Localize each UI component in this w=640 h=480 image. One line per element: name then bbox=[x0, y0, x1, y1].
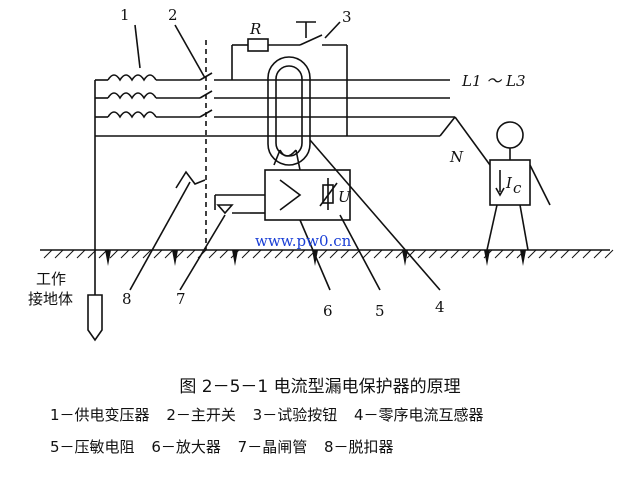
hatch-stroke bbox=[582, 249, 592, 259]
hatch-stroke bbox=[285, 249, 295, 259]
hatch-stroke bbox=[549, 249, 559, 259]
transformer-coil-1 bbox=[107, 74, 157, 82]
hatch-stroke bbox=[241, 249, 251, 259]
hatch-stroke bbox=[472, 249, 482, 259]
person-head bbox=[496, 121, 524, 149]
hatch-stroke bbox=[340, 249, 350, 259]
legend-item: 6－放大器 bbox=[151, 438, 221, 456]
label-4: 4 bbox=[435, 298, 445, 316]
label-neutral: N bbox=[449, 148, 464, 166]
label-r: R bbox=[249, 20, 261, 38]
hatch-stroke bbox=[318, 249, 328, 259]
hatch-stroke bbox=[329, 249, 339, 259]
hatch-stroke bbox=[362, 249, 372, 259]
hatch-stroke bbox=[527, 249, 537, 259]
hatch-stroke bbox=[54, 249, 64, 259]
hatch-stroke bbox=[131, 249, 141, 259]
hatch-stroke bbox=[153, 249, 163, 259]
hatch-stroke bbox=[604, 249, 614, 259]
label-8: 8 bbox=[122, 290, 132, 308]
hatch-stroke bbox=[142, 249, 152, 259]
label-leak-current-sub: c bbox=[513, 179, 522, 197]
ground-marks bbox=[105, 250, 526, 266]
legend-row-2: 5－压敏电阻 6－放大器 7－晶闸管 8－脱扣器 bbox=[50, 436, 630, 457]
hatch-stroke bbox=[208, 249, 218, 259]
label-7: 7 bbox=[176, 290, 186, 308]
thyristor bbox=[216, 204, 234, 215]
hatch-stroke bbox=[175, 249, 185, 259]
hatch-stroke bbox=[296, 249, 306, 259]
test-button-contact bbox=[299, 34, 323, 46]
wiring bbox=[40, 21, 610, 342]
hatch-stroke bbox=[43, 249, 53, 259]
hatch-stroke bbox=[186, 249, 196, 259]
hatch-stroke bbox=[461, 249, 471, 259]
hatch-stroke bbox=[450, 249, 460, 259]
hatch-stroke bbox=[428, 249, 438, 259]
legend-item: 1－供电变压器 bbox=[50, 406, 150, 424]
hatch-stroke bbox=[593, 249, 603, 259]
ground-label-line2: 接地体 bbox=[28, 290, 73, 308]
label-leak-current: I bbox=[505, 174, 513, 192]
varistor bbox=[322, 184, 334, 204]
label-3: 3 bbox=[342, 8, 352, 26]
ground-label-line1: 工作 bbox=[36, 270, 66, 288]
hatch-stroke bbox=[219, 249, 229, 259]
label-6: 6 bbox=[323, 302, 333, 320]
tripper bbox=[175, 170, 206, 189]
figure-caption: 图 2－5－1 电流型漏电保护器的原理 bbox=[179, 377, 461, 397]
resistor-r bbox=[247, 38, 269, 52]
legend-item: 4－零序电流互感器 bbox=[353, 406, 484, 424]
person-body bbox=[489, 159, 531, 206]
hatch-stroke bbox=[538, 249, 548, 259]
legend-item: 7－晶闸管 bbox=[237, 438, 308, 456]
hatch-stroke bbox=[65, 249, 75, 259]
watermark: www.pw0.cn bbox=[255, 232, 352, 250]
hatch-stroke bbox=[494, 249, 504, 259]
amplifier-symbol bbox=[279, 179, 302, 211]
hatch-stroke bbox=[252, 249, 262, 259]
hatch-stroke bbox=[197, 249, 207, 259]
hatch-stroke bbox=[109, 249, 119, 259]
hatch-stroke bbox=[571, 249, 581, 259]
hatch-stroke bbox=[76, 249, 86, 259]
transformer-coil-3 bbox=[107, 111, 157, 119]
label-u: U bbox=[338, 188, 352, 206]
label-5: 5 bbox=[375, 302, 385, 320]
legend-row-1: 1－供电变压器 2－主开关 3－试验按钮 4－零序电流互感器 bbox=[50, 404, 630, 425]
hatch-stroke bbox=[274, 249, 284, 259]
hatch-stroke bbox=[120, 249, 130, 259]
hatch-stroke bbox=[505, 249, 515, 259]
hatch-stroke bbox=[87, 249, 97, 259]
hatch-stroke bbox=[417, 249, 427, 259]
label-2: 2 bbox=[168, 6, 178, 24]
hatch-stroke bbox=[560, 249, 570, 259]
label-phase-lines: L1 ～ L3 bbox=[461, 72, 526, 90]
current-transformer-outer bbox=[267, 56, 311, 166]
ground-hatch bbox=[43, 249, 614, 259]
legend-item: 8－脱扣器 bbox=[323, 438, 394, 456]
hatch-stroke bbox=[384, 249, 394, 259]
hatch-stroke bbox=[164, 249, 174, 259]
legend-item: 5－压敏电阻 bbox=[50, 438, 135, 456]
label-1: 1 bbox=[120, 6, 130, 24]
legend-item: 3－试验按钮 bbox=[252, 406, 338, 424]
ground-electrode bbox=[87, 294, 103, 342]
transformer-coil-2 bbox=[107, 92, 157, 100]
hatch-stroke bbox=[439, 249, 449, 259]
hatch-stroke bbox=[406, 249, 416, 259]
hatch-stroke bbox=[373, 249, 383, 259]
hatch-stroke bbox=[351, 249, 361, 259]
legend-item: 2－主开关 bbox=[166, 406, 236, 424]
hatch-stroke bbox=[263, 249, 273, 259]
